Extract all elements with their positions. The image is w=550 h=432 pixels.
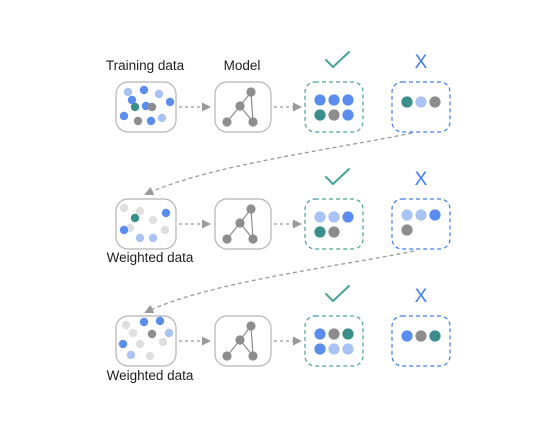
tree-node <box>246 321 256 331</box>
data-point <box>135 233 145 243</box>
reweight-arrow-1 <box>144 132 413 196</box>
check-icon <box>325 51 350 68</box>
data-point <box>165 97 175 107</box>
incorrect-point <box>401 330 413 342</box>
data-point <box>158 337 168 347</box>
data-point <box>147 329 157 339</box>
data-box <box>115 198 177 250</box>
data-point <box>161 208 171 218</box>
correct-point <box>314 343 326 355</box>
tree-node <box>235 101 245 111</box>
data-point <box>148 233 158 243</box>
tree-node <box>222 117 232 127</box>
tree-edge <box>250 91 254 123</box>
incorrect-point <box>429 209 441 221</box>
data-point <box>145 351 155 361</box>
data-point <box>130 213 140 223</box>
correct-point <box>314 94 326 106</box>
data-point <box>139 85 149 95</box>
tree-edge <box>250 325 254 357</box>
data-point <box>126 350 136 360</box>
data-point <box>121 320 131 330</box>
data-point <box>127 95 137 105</box>
tree-node <box>222 351 232 361</box>
correct-point <box>342 343 354 355</box>
training-data-label: Training data <box>106 58 185 73</box>
correct-point <box>342 211 354 223</box>
weighted-data-label-2: Weighted data <box>107 368 194 383</box>
stages-layer: X X X <box>115 51 451 367</box>
correct-point <box>328 94 340 106</box>
correct-box <box>304 198 364 250</box>
data-point <box>160 225 170 235</box>
tree-node <box>246 204 256 214</box>
feedback-arrows <box>144 132 415 314</box>
tree-node <box>248 351 258 361</box>
stage-row-3: X <box>115 285 451 367</box>
check-icon <box>325 168 350 185</box>
correct-point <box>314 328 326 340</box>
reweight-arrow-2 <box>144 250 415 314</box>
weighted-data-label-1: Weighted data <box>107 250 194 265</box>
data-point <box>164 328 174 338</box>
tree-node <box>248 234 258 244</box>
data-point <box>154 89 164 99</box>
incorrect-icon: X <box>415 169 428 190</box>
incorrect-icon: X <box>415 52 428 73</box>
incorrect-point <box>415 209 427 221</box>
data-point <box>119 203 129 213</box>
incorrect-icon: X <box>415 286 428 307</box>
incorrect-point <box>401 209 413 221</box>
incorrect-point <box>415 330 427 342</box>
data-point <box>135 339 145 349</box>
correct-point <box>314 226 326 238</box>
data-point <box>157 113 167 123</box>
correct-box <box>304 315 364 367</box>
tree-edge <box>250 208 254 240</box>
correct-point <box>314 211 326 223</box>
data-point <box>139 317 149 327</box>
data-point <box>135 206 145 216</box>
data-point <box>123 87 133 97</box>
correct-point <box>328 211 340 223</box>
correct-point <box>328 226 340 238</box>
stage-row-2: X <box>115 168 451 250</box>
stage-row-1: X <box>115 51 451 133</box>
tree-node <box>235 218 245 228</box>
tree-node <box>222 234 232 244</box>
data-point <box>130 102 140 112</box>
incorrect-point <box>401 224 413 236</box>
data-point <box>128 328 138 338</box>
data-point <box>148 215 158 225</box>
tree-node <box>235 335 245 345</box>
tree-node <box>248 117 258 127</box>
incorrect-point <box>415 96 427 108</box>
incorrect-box <box>391 198 451 250</box>
data-point <box>146 116 156 126</box>
correct-point <box>328 343 340 355</box>
correct-point <box>328 109 340 121</box>
correct-point <box>328 328 340 340</box>
model-label: Model <box>224 58 261 73</box>
incorrect-point <box>429 96 441 108</box>
data-point <box>118 339 128 349</box>
data-point <box>119 111 129 121</box>
data-point <box>133 116 143 126</box>
correct-point <box>314 109 326 121</box>
data-point <box>147 102 157 112</box>
correct-point <box>342 328 354 340</box>
correct-point <box>342 94 354 106</box>
incorrect-point <box>429 330 441 342</box>
check-icon <box>325 285 350 302</box>
incorrect-point <box>401 96 413 108</box>
tree-node <box>246 87 256 97</box>
data-point <box>119 225 129 235</box>
data-point <box>155 316 165 326</box>
correct-point <box>342 109 354 121</box>
correct-box <box>304 81 364 133</box>
